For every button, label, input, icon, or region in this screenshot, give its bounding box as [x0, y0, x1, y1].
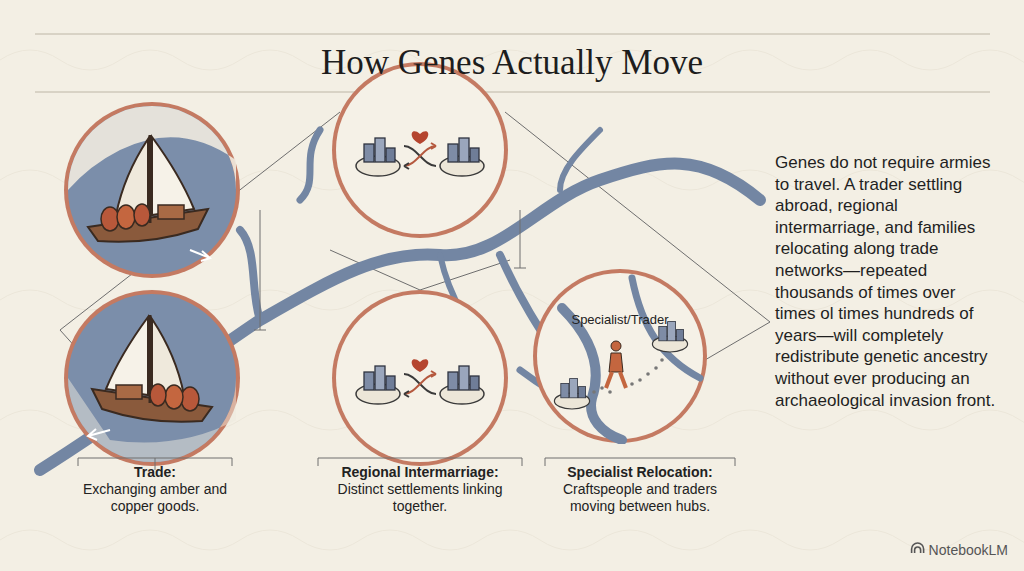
body-paragraph: Genes do not require armies to travel. A… — [775, 152, 997, 411]
circle-outline — [532, 268, 708, 444]
circle-label: Specialist/Trader — [532, 312, 708, 327]
diagram-title: How Genes Actually Move — [0, 43, 1024, 83]
caption-body: Craftspeople and traders moving between … — [540, 481, 740, 515]
caption-heading: Regional Intermarriage: — [310, 464, 530, 480]
caption-heading: Specialist Relocation: — [530, 464, 750, 480]
caption-body: Exchanging amber and copper goods. — [60, 481, 250, 515]
caption-body: Distinct settlements linking together. — [335, 481, 505, 515]
caption-heading: Trade: — [60, 464, 250, 480]
scene-circle: Specialist/Trader — [532, 268, 708, 444]
watermark: NotebookLM — [929, 542, 1008, 558]
